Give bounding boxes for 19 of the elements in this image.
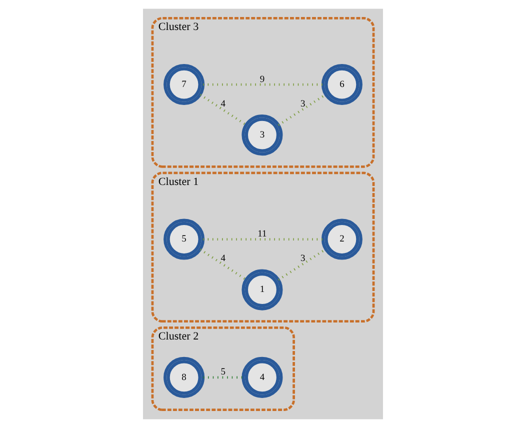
connector [199, 94, 246, 126]
edge-label: 4 [220, 254, 225, 264]
node-circle: 8 [163, 356, 204, 398]
edge-label: 9 [259, 74, 264, 85]
edge-label: 5 [220, 368, 225, 378]
node-circle: 7 [163, 64, 204, 106]
node-circle: 1 [241, 269, 282, 310]
node-circle: 2 [320, 218, 362, 260]
edge-label: 3 [300, 99, 305, 110]
connector [199, 248, 246, 281]
node-circle: 5 [163, 218, 204, 260]
edge-label: 4 [220, 99, 225, 110]
edge-label: 11 [257, 230, 266, 240]
node-circle: 4 [241, 356, 282, 398]
node-circle: 6 [320, 64, 362, 106]
connector [277, 94, 326, 126]
node-circle: 3 [241, 114, 282, 156]
edge-label: 3 [300, 254, 305, 264]
connector [277, 248, 326, 281]
